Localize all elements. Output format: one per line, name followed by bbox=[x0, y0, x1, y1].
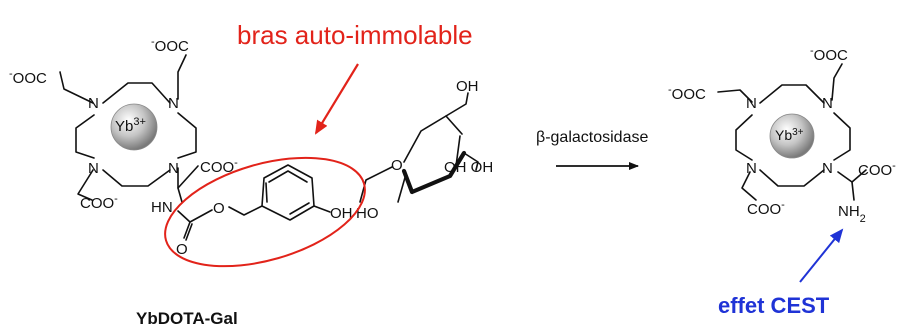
substrate-coo-bottom: COO- bbox=[80, 193, 118, 212]
cest-annotation: effet CEST bbox=[718, 293, 830, 318]
substrate-hn: HN bbox=[151, 199, 173, 216]
substrate-n3: N bbox=[88, 160, 99, 177]
substrate-n4: N bbox=[168, 160, 179, 177]
product-nh2: NH2 bbox=[838, 203, 866, 225]
substrate-yb-label: Yb3+ bbox=[115, 116, 146, 135]
substrate-oh-oh: OH OH bbox=[444, 159, 493, 176]
substrate-coo-left: -OOC bbox=[9, 68, 47, 87]
substrate-oh-top: OH bbox=[456, 78, 479, 95]
substrate-structure: N N N N Yb3+ -OOC -OOC COO- COO- HN O O … bbox=[9, 36, 493, 268]
product-coo-right: COO- bbox=[858, 160, 896, 179]
product-n2: N bbox=[822, 95, 833, 112]
linker-annotation-arrow bbox=[314, 63, 359, 135]
product-yb-label: Yb3+ bbox=[775, 127, 804, 144]
product-n1: N bbox=[746, 95, 757, 112]
substrate-n2: N bbox=[168, 95, 179, 112]
substrate-ring-o: O bbox=[391, 157, 403, 174]
linker-highlight-ellipse bbox=[164, 156, 366, 268]
substrate-ester-o: O bbox=[213, 200, 225, 217]
product-structure: N N N N Yb3+ -OOC -OOC COO- COO- NH2 bbox=[668, 45, 896, 225]
substrate-glycoside-o: OH bbox=[330, 205, 353, 222]
substrate-coo-right: COO- bbox=[200, 157, 238, 176]
product-yb-sphere bbox=[769, 113, 815, 159]
product-n4: N bbox=[822, 160, 833, 177]
substrate-macrocycle-bonds bbox=[59, 54, 479, 241]
linker-annotation: bras auto-immolable bbox=[237, 20, 473, 50]
product-coo-left: -OOC bbox=[668, 84, 706, 103]
substrate-yb-sphere bbox=[110, 103, 158, 151]
substrate-carbonyl-o: O bbox=[176, 241, 188, 258]
substrate-coo-top: -OOC bbox=[151, 36, 189, 55]
product-coo-bottom: COO- bbox=[747, 199, 785, 218]
product-n3: N bbox=[746, 160, 757, 177]
substrate-n1: N bbox=[88, 95, 99, 112]
cest-annotation-arrow bbox=[799, 228, 844, 283]
product-coo-top: -OOC bbox=[810, 45, 848, 64]
enzyme-label: β-galactosidase bbox=[536, 129, 648, 146]
substrate-name: YbDOTA-Gal bbox=[136, 309, 238, 328]
substrate-ho: HO bbox=[356, 205, 379, 222]
product-macrocycle-bonds bbox=[717, 63, 867, 201]
